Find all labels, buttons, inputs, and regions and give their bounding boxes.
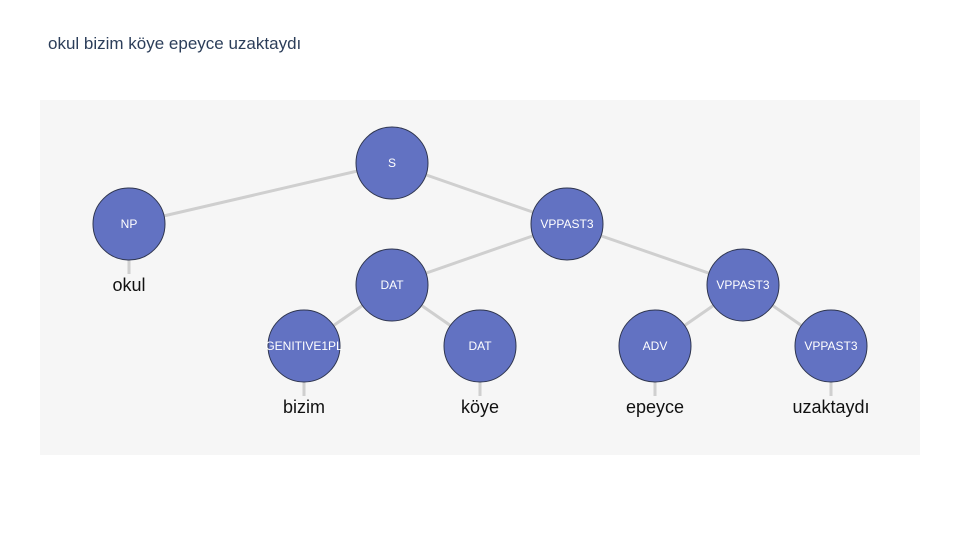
sentence-title: okul bizim köye epeyce uzaktaydı (48, 34, 302, 53)
tree-node-circle (794, 309, 868, 383)
tree-node-label: GENITIVE1PL (265, 339, 343, 353)
tree-node-label: VPPAST3 (716, 278, 769, 292)
tree-node-circle (92, 187, 166, 261)
tree-edge-s-np (128, 161, 393, 226)
tree-node-vp3: VPPAST3 (794, 309, 868, 383)
tree-node-label: ADV (643, 339, 668, 353)
tree-node-circle (355, 248, 429, 322)
tree-node-circle (267, 309, 341, 383)
tree-node-s: S (355, 126, 429, 200)
tree-node-circle (706, 248, 780, 322)
tree-node-label: DAT (468, 339, 492, 353)
tree-node-circle (530, 187, 604, 261)
tree-word-w5: uzaktaydı (792, 397, 869, 417)
tree-node-label: DAT (380, 278, 404, 292)
tree-node-vp1: VPPAST3 (530, 187, 604, 261)
tree-word-w3: köye (461, 397, 499, 417)
tree-node-label: VPPAST3 (540, 217, 593, 231)
tree-node-gen: GENITIVE1PL (265, 309, 343, 383)
tree-node-circle (355, 126, 429, 200)
tree-node-label: NP (121, 217, 138, 231)
tree-word-w4: epeyce (626, 397, 684, 417)
tree-node-label: VPPAST3 (804, 339, 857, 353)
tree-node-dat2: DAT (443, 309, 517, 383)
tree-node-dat1: DAT (355, 248, 429, 322)
tree-node-label: S (388, 156, 396, 170)
tree-word-w2: bizim (283, 397, 325, 417)
tree-node-np: NP (92, 187, 166, 261)
tree-node-adv: ADV (618, 309, 692, 383)
tree-node-circle (443, 309, 517, 383)
tree-node-vp2: VPPAST3 (706, 248, 780, 322)
tree-word-w1: okul (112, 275, 145, 295)
tree-node-circle (618, 309, 692, 383)
